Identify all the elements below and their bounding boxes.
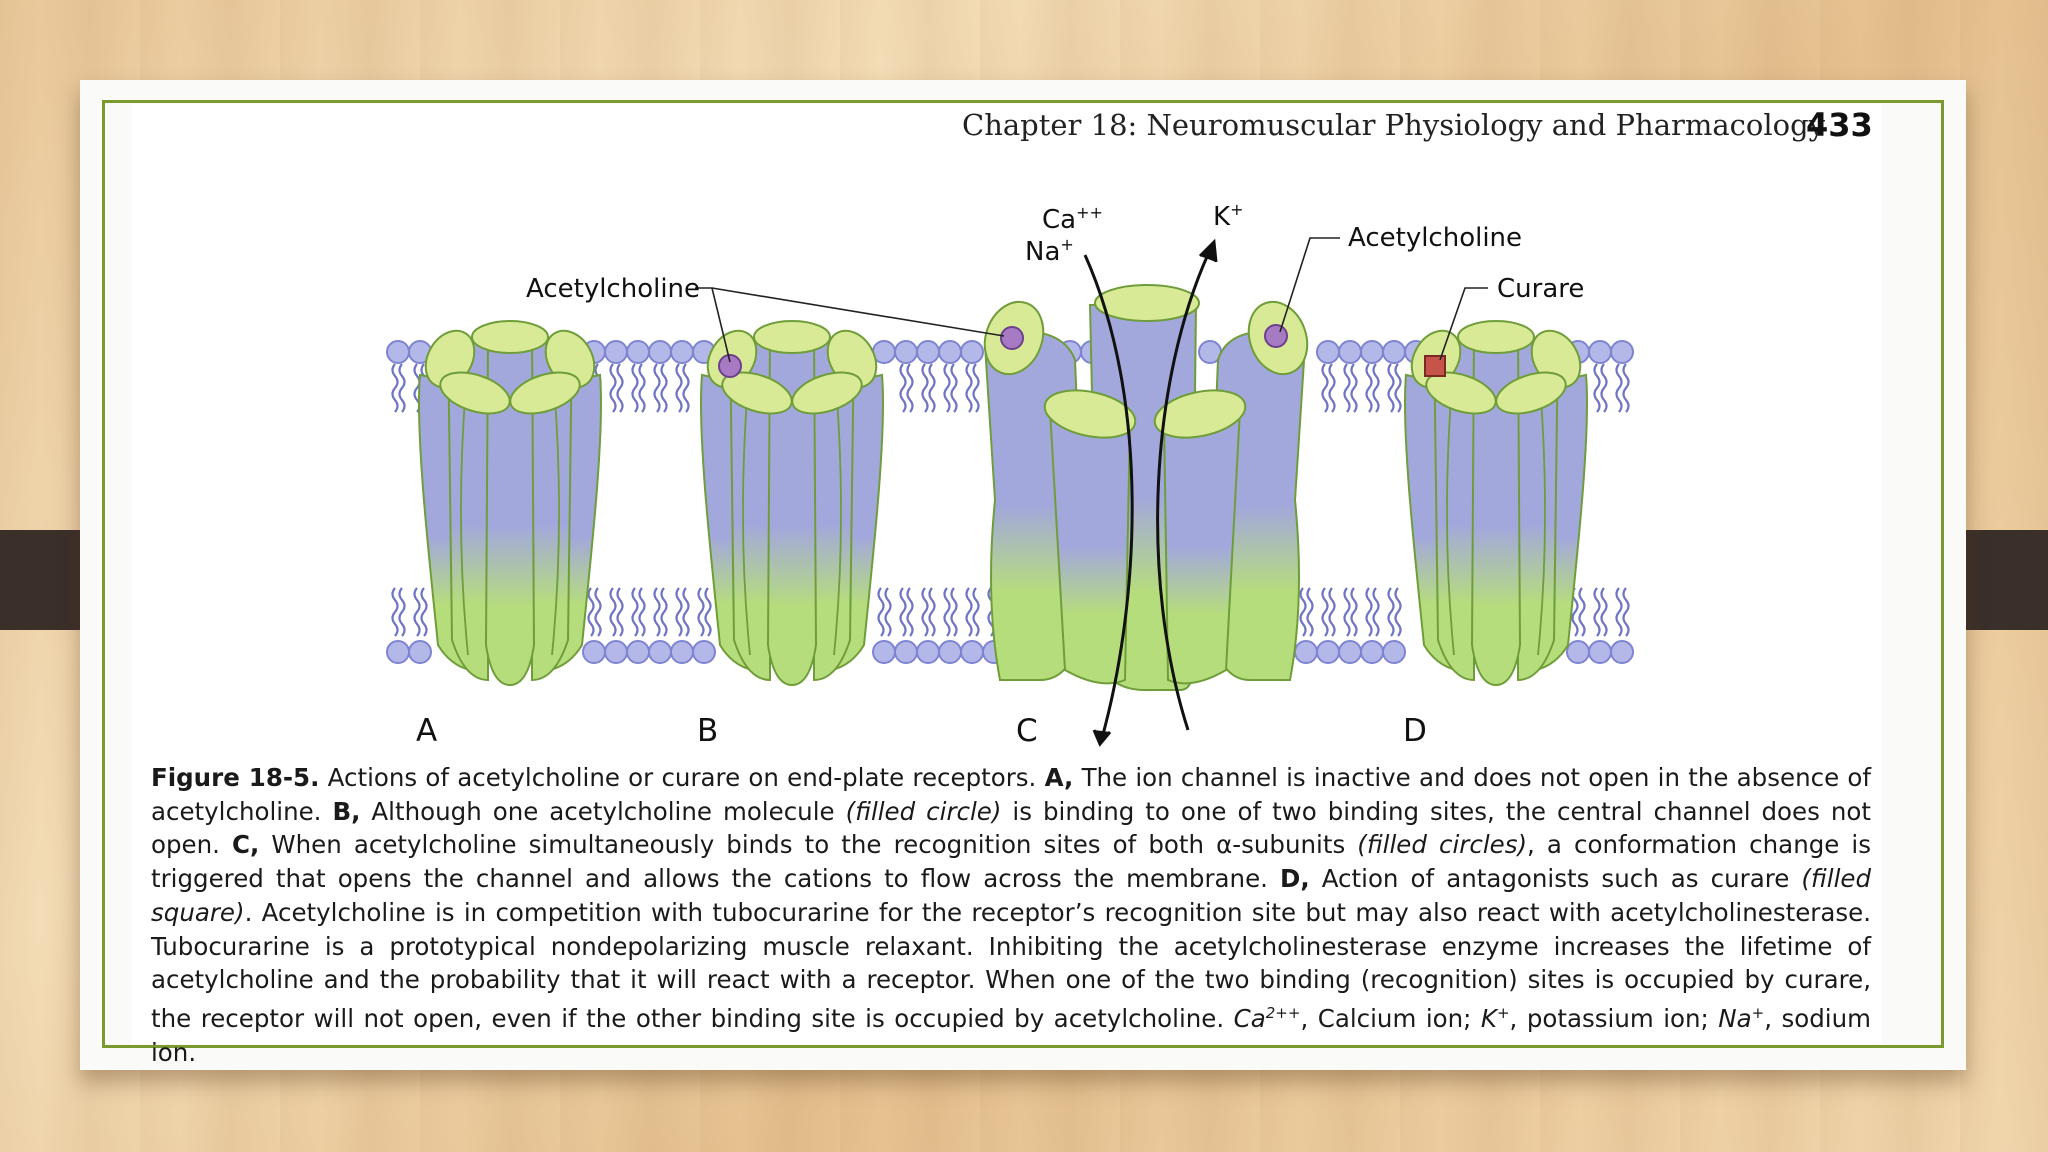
receptor-b <box>696 320 888 686</box>
page-number: 433 <box>1806 106 1873 144</box>
chapter-running-head: Chapter 18: Neuromuscular Physiology and… <box>962 108 1826 142</box>
potassium-efflux-arrow <box>1156 249 1212 731</box>
panel-label-b: B <box>697 713 718 749</box>
leader-lines <box>695 237 1488 363</box>
slide-frame <box>102 100 1944 1048</box>
curare-molecule <box>1424 355 1446 377</box>
receptor-c-open-channel <box>983 238 1309 747</box>
cation-influx-arrow <box>1083 254 1134 739</box>
membrane-top <box>386 340 1634 414</box>
panel-label-a: A <box>416 713 437 749</box>
label-potassium: K+ <box>1213 200 1243 232</box>
figure-number: Figure 18-5. <box>151 763 320 792</box>
label-sodium: Na+ <box>1025 235 1074 267</box>
receptor-d <box>1400 320 1592 686</box>
panel-label-d: D <box>1403 713 1427 749</box>
label-acetylcholine-left: Acetylcholine <box>526 274 700 304</box>
acetylcholine-molecule-b <box>718 354 742 378</box>
label-calcium: Ca++ <box>1042 203 1103 235</box>
label-curare: Curare <box>1497 274 1584 304</box>
label-acetylcholine-right: Acetylcholine <box>1348 223 1522 253</box>
receptor-a <box>414 320 606 686</box>
acetylcholine-molecule-c-left <box>1000 326 1024 350</box>
figure-caption: Figure 18-5. Actions of acetylcholine or… <box>151 763 1872 1067</box>
panel-label-c: C <box>1016 713 1038 749</box>
acetylcholine-molecule-c-right <box>1264 324 1288 348</box>
